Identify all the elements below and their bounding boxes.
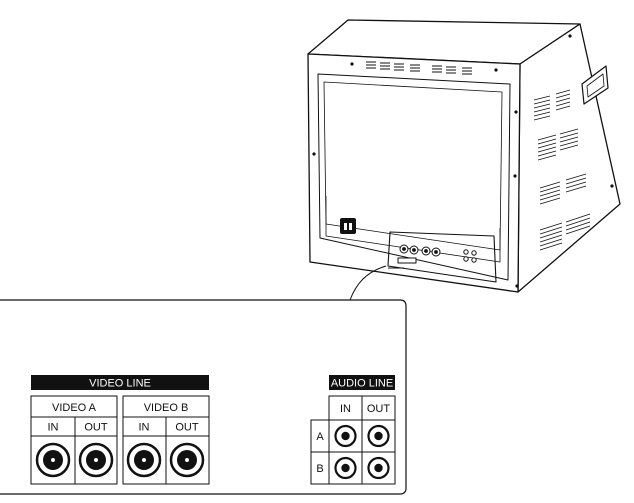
monitor-rear-panel	[317, 73, 511, 281]
audio-in-label: IN	[340, 403, 351, 415]
zoom-panel-frame	[0, 299, 407, 495]
video-b-out-label: OUT	[175, 422, 199, 434]
audio-line-block: AUDIO LINE IN OUT A B	[310, 375, 396, 485]
video-a-group: VIDEO A IN OUT	[30, 395, 118, 485]
monitor-side-face	[517, 23, 621, 293]
rca-jack-icon[interactable]	[334, 456, 357, 480]
video-b-group: VIDEO B IN OUT	[122, 395, 210, 485]
audio-line-header-bg	[329, 375, 395, 390]
top-vents	[366, 61, 472, 75]
bnc-connector-icon[interactable]	[78, 442, 114, 478]
video-line-header: VIDEO LINE	[89, 378, 151, 390]
bnc-connector-icon[interactable]	[126, 442, 162, 478]
audio-line-header: AUDIO LINE	[331, 378, 393, 390]
audio-out-label: OUT	[367, 403, 391, 415]
bnc-connector-icon[interactable]	[35, 442, 71, 478]
rca-jack-icon[interactable]	[367, 456, 390, 480]
video-line-header-bg	[31, 375, 209, 390]
video-b-in-label: IN	[139, 422, 150, 434]
connector-panel-outline	[387, 231, 497, 283]
rca-jack-icon[interactable]	[367, 424, 390, 448]
callout-lines	[349, 265, 404, 301]
video-a-in-label: IN	[48, 422, 59, 434]
side-handle-inner	[586, 73, 605, 98]
audio-row-a-label: A	[316, 431, 324, 443]
monitor-rear-face	[307, 53, 521, 293]
video-line-block: VIDEO LINE VIDEO A IN OUT	[30, 375, 210, 485]
bnc-connector-icon[interactable]	[169, 442, 205, 478]
power-socket-icon	[340, 218, 356, 234]
video-a-label: VIDEO A	[52, 402, 97, 414]
rca-jack-icon[interactable]	[334, 424, 357, 448]
screws	[312, 34, 614, 288]
video-a-out-label: OUT	[84, 422, 108, 434]
audio-row-b-label: B	[316, 463, 323, 475]
panel-connectors	[397, 244, 477, 264]
video-b-label: VIDEO B	[144, 402, 189, 414]
monitor-rear-illustration	[307, 19, 621, 293]
side-vents	[533, 89, 591, 251]
